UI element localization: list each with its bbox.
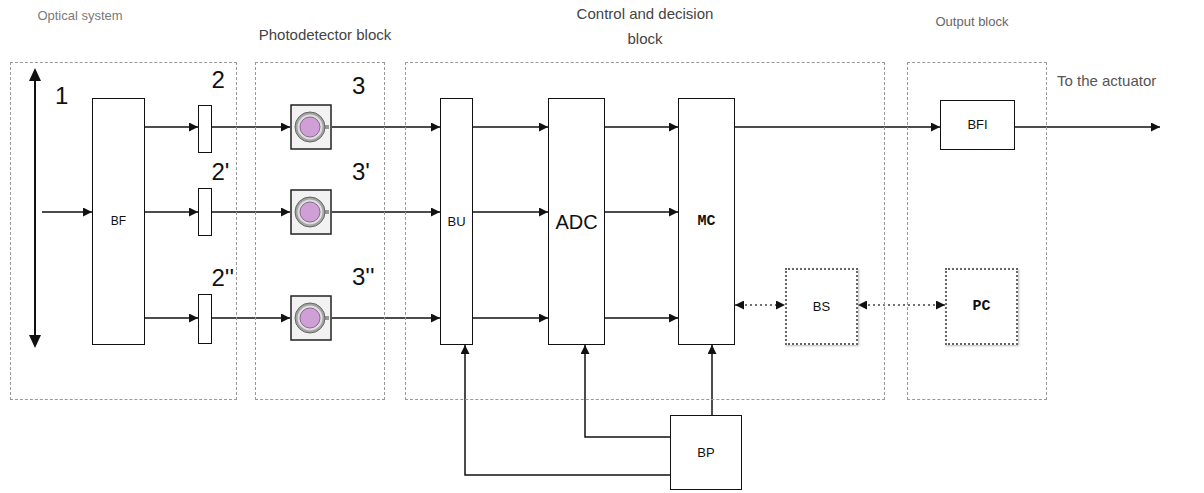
optional-box: BS — [785, 268, 858, 345]
photodiode-window — [300, 308, 320, 328]
note-label: To the actuator — [1057, 72, 1156, 90]
photodiode-picture — [290, 104, 332, 150]
signal-arrow — [473, 126, 548, 128]
signal-arrow — [212, 317, 290, 319]
photodiode-box: 3 — [290, 104, 332, 150]
lens-symbol: 1 — [28, 68, 42, 348]
signal-arrow — [212, 211, 290, 213]
dotted-link — [858, 304, 945, 306]
photodiode-case — [295, 112, 325, 142]
callout-number: 3 — [352, 72, 365, 101]
process-box: BU — [440, 98, 473, 345]
callout-number: 3'' — [352, 263, 375, 292]
lens-head — [29, 68, 41, 81]
group-title: Photodetector block — [235, 26, 415, 44]
lens-head — [29, 335, 41, 348]
box-label: ADC — [555, 210, 597, 234]
block-group: Control and decision blockBUADCMCBS — [405, 62, 885, 400]
callout-number: 1 — [55, 82, 68, 111]
signal-arrow — [332, 126, 440, 128]
callout-number: 2'' — [212, 264, 235, 293]
group-title: Output block — [912, 14, 1032, 30]
signal-arrow — [465, 345, 670, 475]
photodiode-ring — [298, 306, 323, 331]
signal-arrow — [735, 126, 940, 128]
box-label: BFI — [967, 117, 987, 133]
signal-arrow — [145, 126, 198, 128]
process-box: BFI — [940, 100, 1015, 150]
photodiode-frame — [291, 296, 331, 340]
output-arrow — [1015, 126, 1160, 128]
signal-arrow — [711, 345, 713, 415]
signal-arrow — [605, 126, 678, 128]
signal-arrow — [473, 211, 548, 213]
block-group: Output blockBFIPC — [907, 62, 1047, 400]
dotted-link — [735, 304, 785, 306]
signal-arrow — [145, 317, 198, 319]
block-group: Photodetector block33'3'' — [255, 62, 385, 400]
process-box: BP — [670, 415, 742, 490]
photodiode-case — [295, 303, 325, 333]
signal-arrow — [473, 317, 548, 319]
photodiode-ring — [298, 115, 323, 140]
signal-arrow — [605, 317, 678, 319]
callout-number: 3' — [352, 158, 370, 187]
box-label: BS — [813, 299, 830, 315]
signal-arrow — [332, 211, 440, 213]
box-label: BP — [697, 445, 714, 461]
photodiode-picture — [290, 295, 332, 341]
photodiode-frame — [291, 105, 331, 149]
filter-element: 2 — [198, 105, 212, 153]
callout-number: 2' — [212, 158, 230, 187]
photodiode-frame — [291, 190, 331, 234]
box-label: PC — [972, 298, 990, 316]
process-box: BF — [92, 98, 145, 345]
optional-box: PC — [945, 268, 1018, 345]
lens-axis — [34, 78, 36, 338]
box-label: BU — [447, 214, 465, 230]
photodiode-window — [300, 202, 320, 222]
photodiode-case — [295, 197, 325, 227]
connector-group — [42, 127, 945, 475]
photodiode-picture — [290, 189, 332, 235]
signal-arrow — [42, 211, 92, 213]
photodiode-box: 3' — [290, 189, 332, 235]
photodiode-window — [300, 117, 320, 137]
group-title: Optical system — [15, 8, 145, 24]
box-label: MC — [697, 213, 715, 231]
filter-element: 2'' — [198, 294, 212, 344]
callout-number: 2 — [212, 66, 225, 95]
photodiode-box: 3'' — [290, 295, 332, 341]
photodiode-ring — [298, 200, 323, 225]
signal-arrow — [332, 317, 440, 319]
lens-arrow — [28, 68, 42, 348]
process-box: MC — [678, 98, 735, 345]
block-group: Optical system1BF22'2'' — [10, 62, 237, 400]
signal-arrow — [585, 345, 670, 437]
signal-arrow — [212, 126, 290, 128]
signal-arrow — [605, 211, 678, 213]
filter-element: 2' — [198, 188, 212, 236]
box-label: BF — [111, 214, 126, 228]
signal-arrow — [145, 211, 198, 213]
group-title: Control and decision block — [560, 2, 730, 52]
process-box: ADC — [548, 98, 605, 345]
